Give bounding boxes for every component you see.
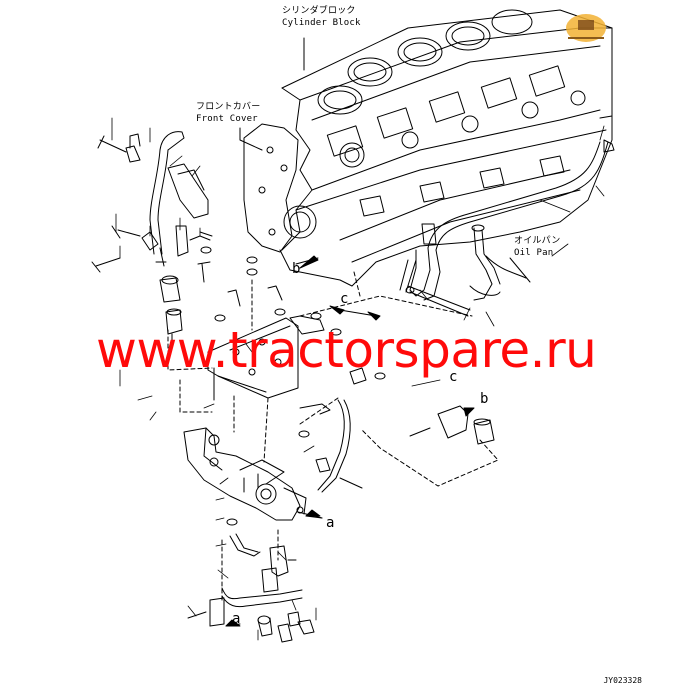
callout-a-bottom: a — [232, 611, 241, 627]
oil-pan-label-en: Oil Pan — [514, 248, 554, 258]
oil-pan-pipe — [399, 139, 615, 317]
support-bracket — [207, 315, 325, 401]
lower-clamps — [226, 518, 297, 577]
front-cover — [243, 123, 317, 253]
callout-c-leader — [339, 309, 377, 317]
oil-pan-label-jp: オイルパン — [514, 236, 561, 246]
callout-b-leader — [295, 257, 319, 265]
dipstick-tube — [91, 131, 213, 283]
callout-b-upper: b — [292, 261, 301, 277]
cylinder-block-label-jp: シリンダブロック — [282, 6, 356, 16]
cylinder-block-label-en: Cylinder Block — [282, 18, 361, 28]
watermark-text: www.tractorspare.ru — [96, 321, 597, 379]
callout-a-right: a — [326, 515, 335, 531]
callout-a-leader — [305, 515, 323, 519]
oil-pan-leader — [509, 257, 531, 283]
right-small-parts — [297, 367, 495, 519]
callout-c-lower: c — [449, 369, 458, 385]
front-cover-label-en: Front Cover — [196, 114, 258, 124]
callout-a-bottom-leader — [225, 623, 241, 627]
sensor-assembly — [159, 275, 183, 343]
lower-suction-tube — [187, 567, 315, 643]
callout-c-upper: c — [340, 291, 349, 307]
fasteners-left — [214, 256, 342, 336]
cylinder-block — [279, 9, 613, 287]
front-cover-leader — [239, 127, 263, 151]
document-id: JY023328 — [603, 676, 642, 685]
reference-leaders — [111, 117, 605, 641]
callout-b-right: b — [480, 391, 489, 407]
callout-arrows — [225, 255, 475, 627]
assembly-guide-lines — [167, 271, 499, 601]
oil-pump — [183, 427, 307, 521]
brand-logo-icon — [566, 14, 606, 42]
front-cover-label-jp: フロントカバー — [196, 102, 261, 112]
